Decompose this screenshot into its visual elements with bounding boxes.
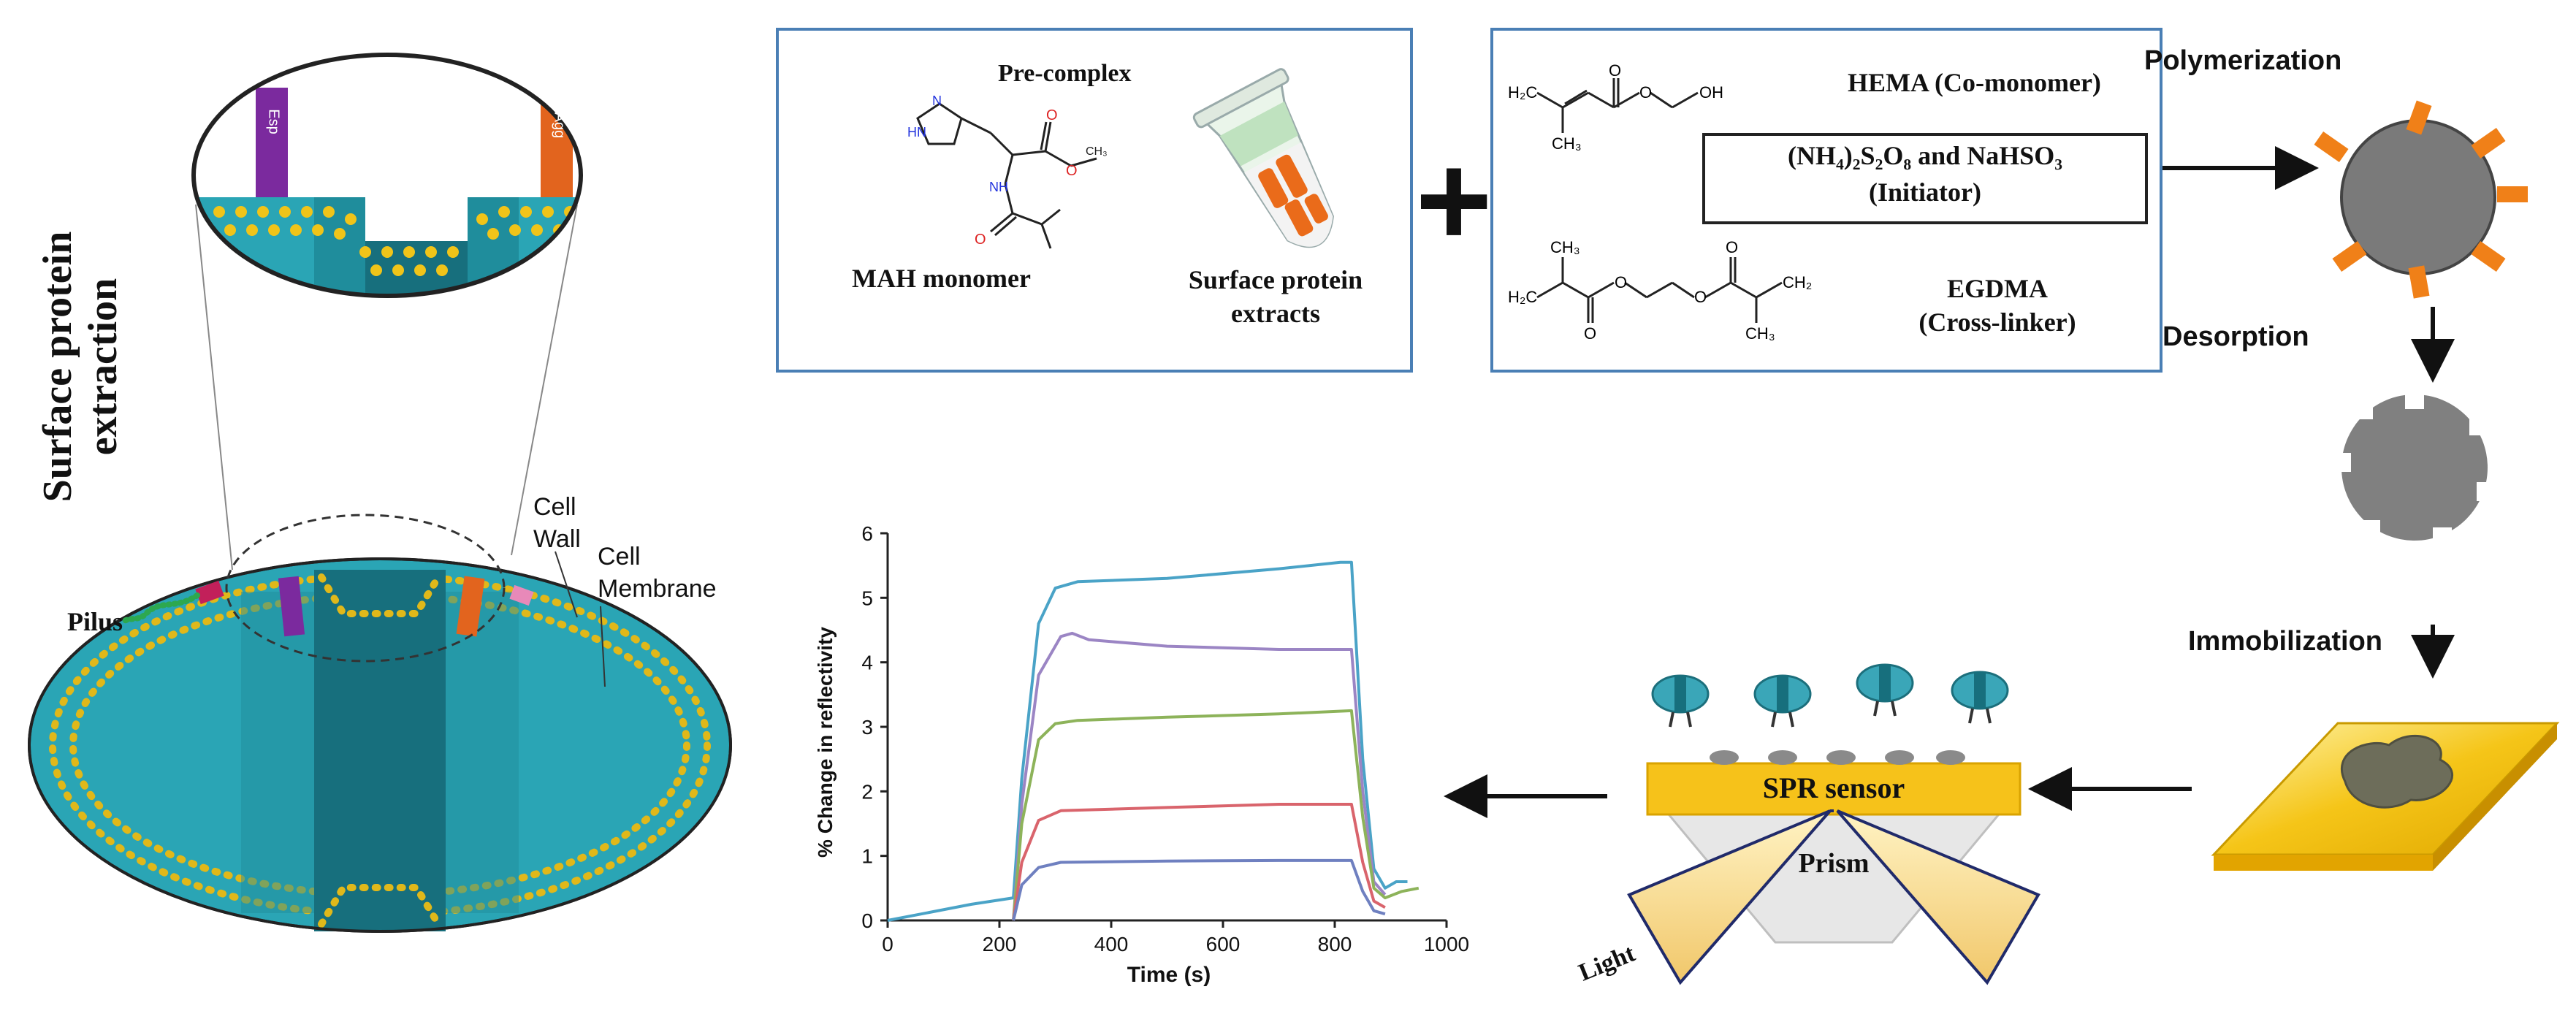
svg-text:CH₃: CH₃ (1086, 145, 1108, 158)
egdma-label: EGDMA(Cross-linker) (1918, 274, 2076, 337)
y-tick-label: 2 (861, 780, 873, 803)
reagents-panel: H₂C CH₃ O O OH HEMA (Co-monomer) (NH₄)₂S… (1490, 28, 2162, 373)
imprinted-polymer-particle (2314, 100, 2528, 299)
svg-text:H₂C: H₂C (1508, 83, 1537, 102)
spr-sensor-label: SPR sensor (1762, 771, 1905, 804)
svg-text:CH₃: CH₃ (1552, 134, 1582, 153)
chart-ylabel: % Change in reflectivity (814, 627, 837, 858)
y-tick-label: 1 (861, 845, 873, 868)
x-tick-label: 800 (1318, 933, 1352, 955)
initiator-box (1702, 133, 2148, 224)
svg-text:HN: HN (907, 125, 926, 140)
gold-sensor-chip (2211, 722, 2560, 871)
x-tick-label: 200 (983, 933, 1017, 955)
y-tick-label: 5 (861, 587, 873, 609)
mah-monomer-label: MAH monomer (852, 264, 1031, 293)
precomplex-title: Pre-complex (998, 60, 1132, 87)
desorption-label: Desorption (2162, 321, 2309, 352)
y-tick-label: 3 (861, 716, 873, 739)
x-tick-label: 1000 (1424, 933, 1469, 955)
x-tick-label: 0 (882, 933, 893, 955)
svg-text:CH₂: CH₂ (1783, 273, 1812, 291)
polymerization-label: Polymerization (2144, 45, 2342, 76)
svg-text:O: O (975, 232, 986, 248)
initiator-line2: (Initiator) (1869, 178, 1981, 207)
bacteria-cells (1651, 663, 2009, 728)
y-tick-label: 6 (861, 522, 873, 545)
series-line-1 (887, 560, 1408, 922)
svg-text:O: O (1584, 324, 1596, 343)
egdma-structure: H₂C CH₃ O O O O CH₂ CH₃ (1508, 238, 1812, 343)
x-tick-label: 600 (1206, 933, 1241, 955)
y-tick-label: 0 (861, 909, 873, 932)
precomplex-panel: Pre-complex N HN NH O O O CH₃ MAH monome… (776, 28, 1413, 373)
svg-text:CH₃: CH₃ (1745, 324, 1775, 343)
hema-structure: H₂C CH₃ O O OH (1508, 61, 1723, 153)
spr-setup (1627, 663, 2040, 985)
svg-text:O: O (1046, 107, 1058, 123)
plus-sign: + (1415, 127, 1493, 274)
immobilization-label: Immobilization (2188, 626, 2382, 657)
svg-text:O: O (1639, 83, 1652, 102)
y-tick-label: 4 (861, 652, 873, 674)
series-line-2 (1012, 631, 1387, 921)
reflectivity-chart: 0 200 400 600 800 1000 0 1 2 3 4 5 6 Time (s) % Chan… (789, 511, 1490, 993)
chart-plot: 0 200 400 600 800 1000 0 1 2 3 4 5 6 (861, 522, 1469, 955)
tube-icon (1192, 68, 1334, 248)
prism-label: Prism (1798, 848, 1870, 879)
svg-text:NH: NH (989, 180, 1008, 194)
cell-drawing (28, 53, 732, 933)
series-line-3 (1012, 709, 1420, 921)
svg-text:O: O (1615, 273, 1627, 291)
hema-label: HEMA (Co-monomer) (1848, 68, 2101, 97)
chart-xlabel: Time (s) (1127, 963, 1211, 987)
mah-monomer-structure: N HN NH O O O CH₃ (907, 94, 1108, 249)
svg-text:N: N (932, 94, 942, 108)
svg-text:H₂C: H₂C (1508, 288, 1537, 306)
svg-text:CH₃: CH₃ (1550, 238, 1580, 256)
desorbed-particle (2332, 390, 2496, 546)
series-line-5 (1012, 858, 1386, 921)
pilus-label: Pilus (67, 607, 123, 636)
svg-text:O: O (1609, 61, 1621, 80)
svg-text:O: O (1694, 288, 1707, 306)
svg-text:O: O (1066, 163, 1078, 179)
svg-text:O: O (1726, 238, 1738, 256)
series-line-4 (1012, 803, 1386, 921)
x-tick-label: 400 (1094, 933, 1129, 955)
svg-text:OH: OH (1699, 83, 1723, 102)
initiator-line1: (NH₄)₂S₂O₈ and NaHSO₃ (1787, 141, 2063, 170)
